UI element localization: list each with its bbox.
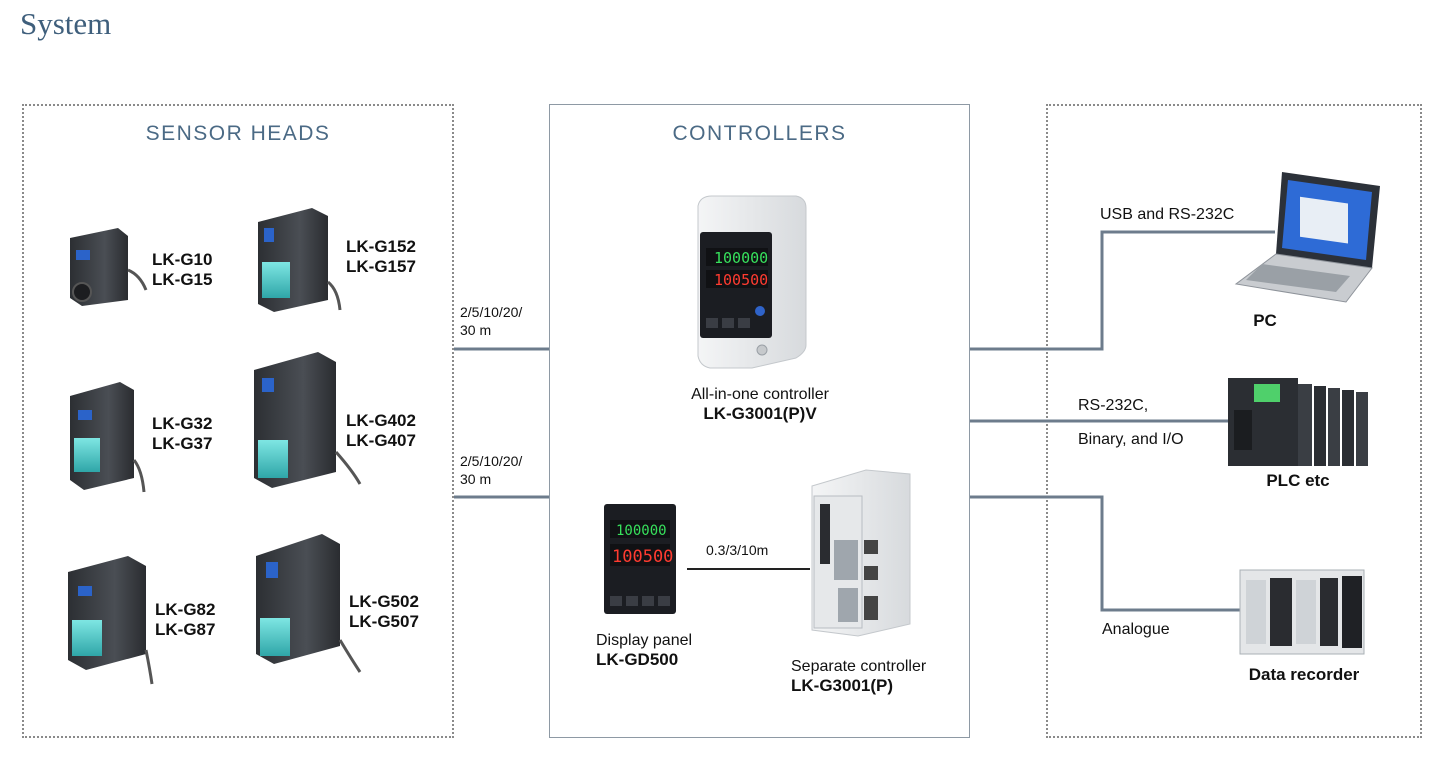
display-panel-desc: Display panel bbox=[596, 632, 693, 649]
all-in-one-model: LK-G3001(P)V bbox=[703, 404, 817, 423]
sensor-model-6b: LK-G507 bbox=[349, 612, 419, 631]
upper-cable-length-label: 2/5/10/20/ 30 m bbox=[460, 303, 522, 339]
all-in-one-desc: All-in-one controller bbox=[691, 386, 829, 403]
plc-label: PLC etc bbox=[1266, 471, 1330, 490]
sensor-lk-g152-image bbox=[258, 208, 342, 312]
sensor-lk-g402-image bbox=[254, 352, 362, 488]
sensor-label-lk-g502: LK-G502 LK-G507 bbox=[349, 592, 419, 632]
pc-connection-label: USB and RS-232C bbox=[1100, 206, 1235, 223]
sensor-label-lk-g82: LK-G82 LK-G87 bbox=[155, 600, 215, 640]
sensor-label-lk-g10: LK-G10 LK-G15 bbox=[152, 250, 212, 290]
plc-connection-label-2: Binary, and I/O bbox=[1078, 431, 1184, 448]
sensor-label-lk-g32: LK-G32 LK-G37 bbox=[152, 414, 212, 454]
sensor-model-4a: LK-G402 bbox=[346, 411, 416, 430]
upper-cable-length-1: 2/5/10/20/ bbox=[460, 304, 523, 320]
sensor-model-5a: LK-G82 bbox=[155, 600, 216, 619]
connector-lines bbox=[454, 230, 1275, 612]
pc-label: PC bbox=[1253, 311, 1277, 330]
display-panel-model: LK-GD500 bbox=[596, 650, 679, 669]
sensor-lk-g82-image bbox=[68, 556, 154, 685]
sensor-label-lk-g152: LK-G152 LK-G157 bbox=[346, 237, 416, 277]
sensor-model-3a: LK-G32 bbox=[152, 414, 213, 433]
panel-display-bottom: 100500 bbox=[612, 547, 673, 567]
aio-display-bottom: 100500 bbox=[714, 271, 768, 289]
sensor-model-1a: LK-G10 bbox=[152, 250, 213, 269]
sensor-model-3b: LK-G37 bbox=[152, 434, 213, 453]
sensor-lk-g502-image bbox=[256, 534, 362, 673]
plc-connection-label-1: RS-232C, bbox=[1078, 397, 1149, 414]
lower-cable-length-label: 2/5/10/20/ 30 m bbox=[460, 452, 522, 488]
separate-controller-model: LK-G3001(P) bbox=[791, 676, 894, 695]
aio-display-top: 100000 bbox=[714, 249, 768, 267]
pc-laptop-image bbox=[1234, 172, 1380, 303]
recorder-connection-label: Analogue bbox=[1102, 621, 1170, 638]
separate-controller-label: Separate controller LK-G3001(P) bbox=[791, 657, 926, 696]
sensor-model-6a: LK-G502 bbox=[349, 592, 419, 611]
sensor-heads-title: SENSOR HEADS bbox=[145, 122, 331, 145]
controllers-box bbox=[549, 104, 970, 738]
sensor-label-lk-g402: LK-G402 LK-G407 bbox=[346, 411, 416, 451]
sensor-lk-g10-image bbox=[70, 228, 148, 306]
sensor-model-2a: LK-G152 bbox=[346, 237, 416, 256]
separate-controller-image bbox=[811, 469, 911, 637]
sensor-model-2b: LK-G157 bbox=[346, 257, 416, 276]
data-recorder-image bbox=[1239, 569, 1365, 655]
pc-connector-line bbox=[970, 230, 1275, 351]
recorder-connector-line bbox=[970, 495, 1240, 612]
all-in-one-controller-image: 100000 100500 bbox=[697, 195, 807, 369]
sensor-lk-g32-image bbox=[70, 382, 146, 493]
display-panel-image: 100000 100500 bbox=[604, 504, 676, 614]
data-recorder-label: Data recorder bbox=[1248, 665, 1360, 684]
sensor-model-5b: LK-G87 bbox=[155, 620, 216, 639]
panel-cable-length-label: 0.3/3/10m bbox=[706, 542, 769, 558]
sensor-model-1b: LK-G15 bbox=[152, 270, 213, 289]
upper-cable-length-2: 30 m bbox=[460, 322, 492, 338]
controllers-title: CONTROLLERS bbox=[672, 122, 847, 145]
sensor-model-4b: LK-G407 bbox=[346, 431, 416, 450]
page-title: System bbox=[20, 6, 112, 41]
panel-display-top: 100000 bbox=[616, 523, 667, 539]
lower-cable-length-2: 30 m bbox=[460, 471, 492, 487]
plc-image bbox=[1228, 378, 1368, 466]
lower-cable-length-1: 2/5/10/20/ bbox=[460, 453, 523, 469]
separate-controller-desc: Separate controller bbox=[791, 658, 927, 675]
all-in-one-controller-label: All-in-one controller LK-G3001(P)V bbox=[600, 385, 920, 424]
display-panel-label: Display panel LK-GD500 bbox=[596, 631, 692, 670]
sensor-heads-box bbox=[22, 104, 454, 738]
